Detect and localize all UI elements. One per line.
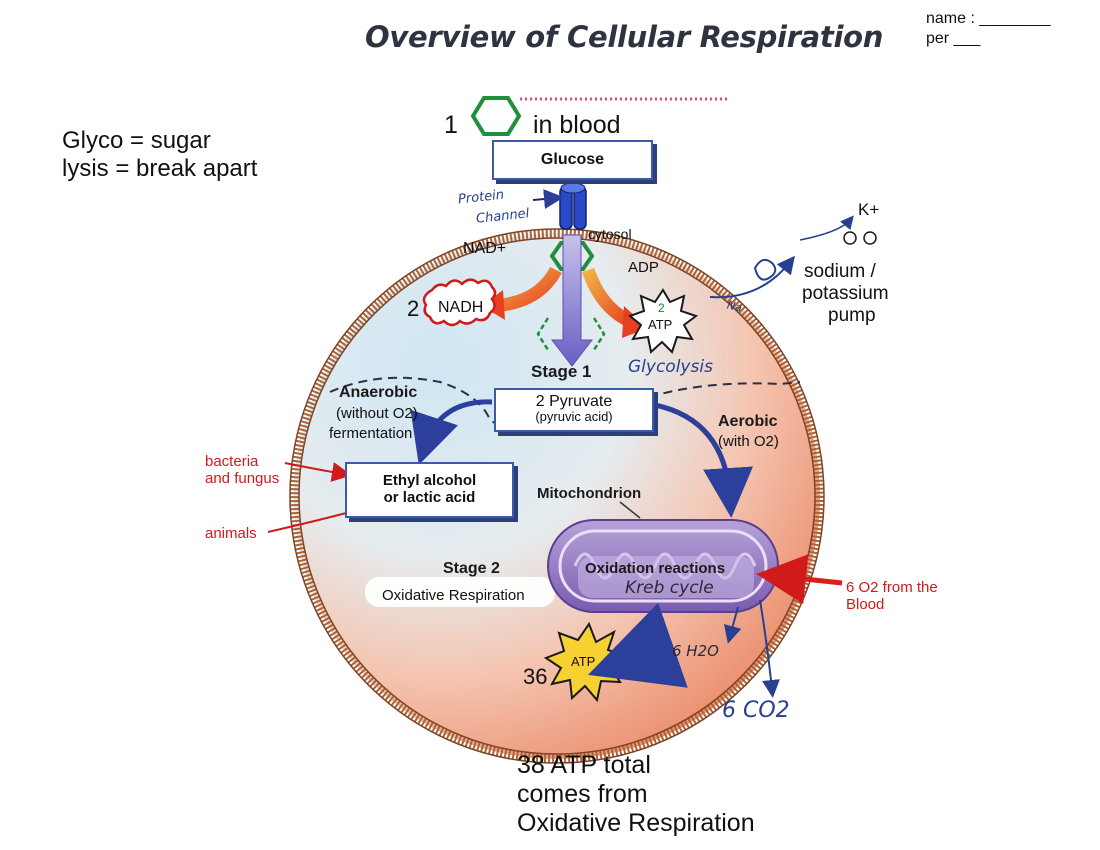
anaerobic-arrow: [410, 399, 493, 466]
ethyl-line2: or lactic acid: [383, 489, 476, 506]
oxidation-label: Oxidation reactions: [585, 560, 726, 577]
per-line: per ___: [926, 30, 981, 47]
glucose-hexagon-icon: [470, 96, 522, 136]
nad-label: NAD+: [463, 240, 507, 257]
nadh-outline: [422, 278, 497, 327]
anaerobic-title: Anaerobic: [339, 384, 418, 401]
glucose-box: Glucose: [492, 140, 653, 180]
definition-lysis: lysis = break apart: [62, 155, 258, 182]
in-blood-label: in blood: [533, 111, 621, 139]
pyruvate-sub: (pyruvic acid): [535, 409, 613, 424]
summary-line-3: Oxidative Respiration: [517, 809, 755, 837]
mitochondrion-label: Mitochondrion: [537, 485, 642, 502]
pump-line1: sodium /: [804, 261, 876, 282]
summary-line-2: comes from: [517, 780, 648, 808]
glucose-count: 1: [444, 111, 458, 139]
pump-line3: pump: [828, 305, 876, 326]
glycolysis-label: Glycolysis: [628, 357, 713, 377]
bacteria-note-2: and fungus: [205, 470, 280, 487]
adp-label: ADP: [628, 259, 659, 276]
glycolysis-arrow: [550, 234, 594, 367]
nadh-label: NADH: [438, 299, 484, 316]
ethyl-line1: Ethyl alcohol: [382, 472, 477, 489]
o2-note-2: Blood: [846, 596, 885, 613]
oxidative-label: Oxidative Respiration: [382, 587, 525, 604]
animals-note: animals: [205, 525, 257, 542]
nadh-count: 2: [407, 296, 420, 321]
aerobic-title: Aerobic: [718, 413, 778, 430]
atp-out-arrow: [587, 602, 688, 688]
bacteria-note-1: bacteria: [205, 453, 259, 470]
atp-small-count: 2: [658, 301, 665, 315]
pump-line2: potassium: [802, 283, 889, 304]
anaerobic-sub: (without O2): [336, 405, 418, 422]
water-label: 6 H2O: [672, 642, 719, 660]
cytosol-label: cytosol: [588, 226, 632, 242]
co2-label: 6 CO2: [722, 698, 790, 723]
stage-divider: [329, 376, 801, 435]
name-line: name : ________: [926, 10, 1051, 27]
atp36-count: 36: [523, 664, 548, 689]
atp36-label: ATP: [571, 654, 596, 669]
k-plus-label: K+: [858, 200, 880, 219]
mitochondrion-icon: [547, 519, 779, 613]
stage2-label: Stage 2: [443, 560, 500, 577]
stage1-label: Stage 1: [531, 362, 592, 381]
protein-channel-icon: [559, 182, 587, 230]
definition-glyco: Glyco = sugar: [62, 127, 211, 154]
kreb-label: Kreb cycle: [625, 578, 714, 598]
atp-small-label: ATP: [648, 317, 673, 332]
cell-body: [289, 228, 825, 764]
pyruvate-box: 2 Pyruvate (pyruvic acid): [494, 388, 654, 432]
summary-line-1: 38 ATP total: [517, 751, 651, 779]
atp-small-icon: [627, 288, 699, 354]
o2-arrow: [756, 554, 843, 605]
cytosol-hexagon-icon: [549, 241, 595, 271]
pyruvate-main: 2 Pyruvate: [535, 393, 613, 410]
na-note: Na: [725, 298, 744, 315]
aerobic-sub: (with O2): [718, 433, 779, 450]
nadh-arrow: [500, 266, 562, 312]
page-title: Overview of Cellular Respiration: [365, 20, 884, 54]
aerobic-arrow: [654, 402, 754, 518]
o2-note-1: 6 O2 from the: [846, 579, 938, 596]
ethyl-box: Ethyl alcohol or lactic acid: [345, 462, 514, 518]
fermentation-label: fermentation: [329, 425, 413, 442]
